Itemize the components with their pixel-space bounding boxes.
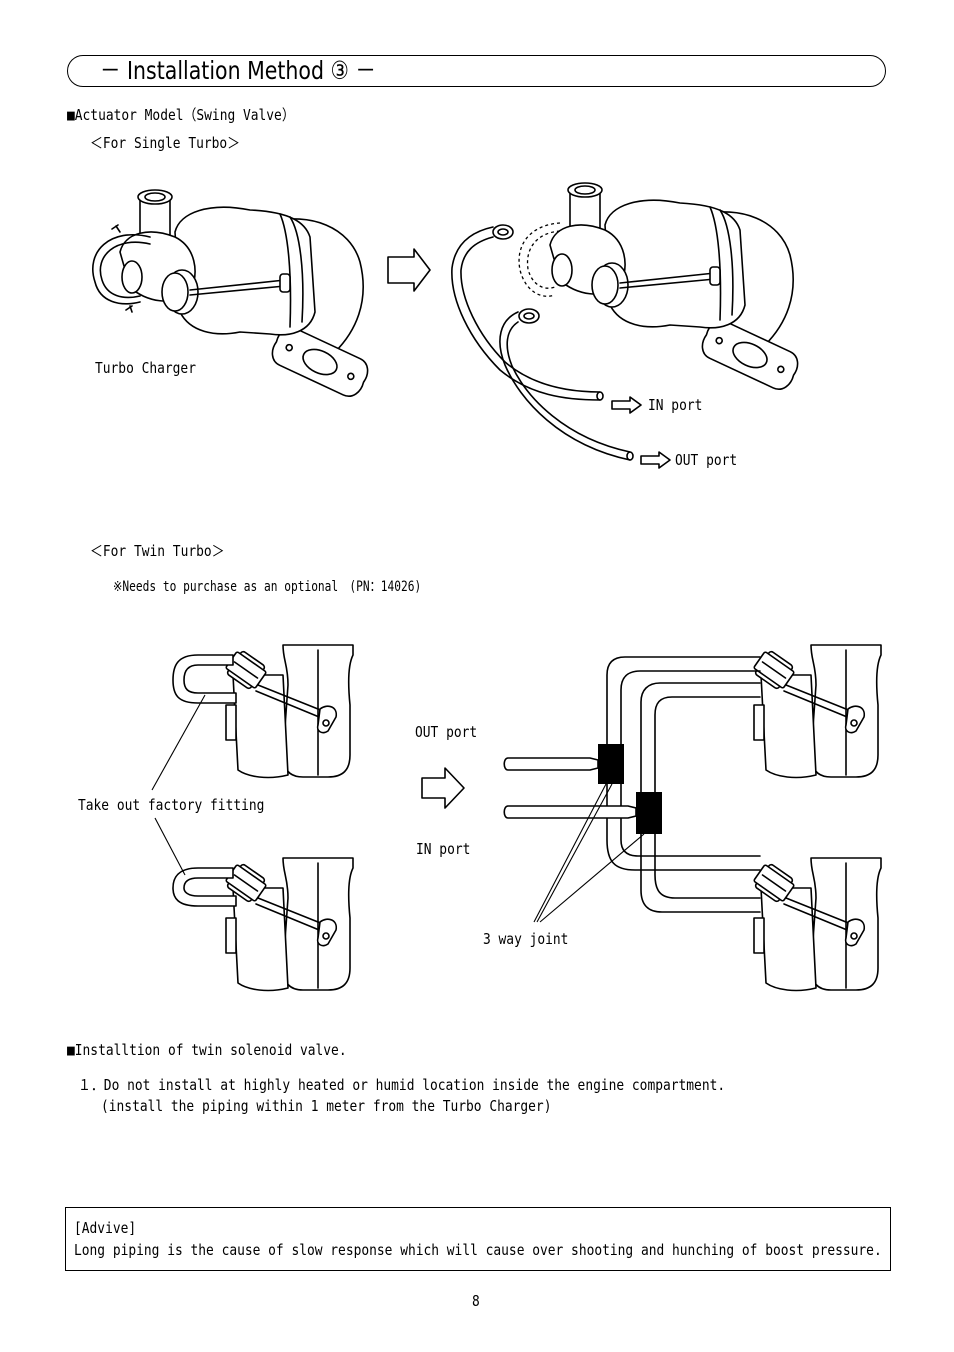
actuator-heading: ■Actuator Model（Swing Valve） xyxy=(67,106,295,124)
take-out-fitting-label: Take out factory fitting xyxy=(78,796,265,814)
single-arrow-icon xyxy=(387,248,431,292)
optional-part-note: ※Needs to purchase as an optional (PN：14… xyxy=(113,579,422,595)
solenoid-item-1: １．Do not install at highly heated or hum… xyxy=(78,1076,726,1094)
three-way-joint-out xyxy=(598,744,624,784)
advice-label: [Advive] xyxy=(74,1219,137,1237)
turbo-charger-label: Turbo Charger xyxy=(95,359,196,377)
twin-arrow-icon xyxy=(421,767,465,809)
out-port-arrow-icon xyxy=(640,451,671,469)
page-title: － Installation Method ③ － xyxy=(100,56,376,85)
advice-text: Long piping is the cause of slow respons… xyxy=(74,1241,882,1259)
advice-box xyxy=(65,1207,891,1271)
solenoid-item-1-sub: (install the piping within 1 meter from … xyxy=(101,1097,552,1115)
hose-clamp-icon xyxy=(492,224,540,324)
twin-turbo-bottom-after xyxy=(750,857,882,992)
page-number: 8 xyxy=(472,1292,480,1310)
in-port-arrow-icon xyxy=(611,396,642,414)
single-in-port-label: IN port xyxy=(648,396,703,414)
single-turbo-before xyxy=(92,189,374,402)
twin-turbo-bottom-before xyxy=(172,857,354,992)
three-way-joint-in xyxy=(636,792,662,834)
twin-turbo-subheading: ＜For Twin Turbo＞ xyxy=(90,542,225,560)
solenoid-heading: ■Installtion of twin solenoid valve. xyxy=(67,1041,347,1059)
single-turbo-after xyxy=(518,182,804,395)
twin-in-port-label: IN port xyxy=(416,840,471,858)
twin-turbo-top-after xyxy=(750,644,882,779)
single-out-port-label: OUT port xyxy=(675,451,738,469)
twin-out-port-label: OUT port xyxy=(415,723,478,741)
title-banner xyxy=(67,55,886,87)
three-way-joint-label: 3 way joint xyxy=(483,930,569,948)
single-turbo-subheading: ＜For Single Turbo＞ xyxy=(90,134,241,152)
twin-turbo-top-before xyxy=(172,644,354,779)
